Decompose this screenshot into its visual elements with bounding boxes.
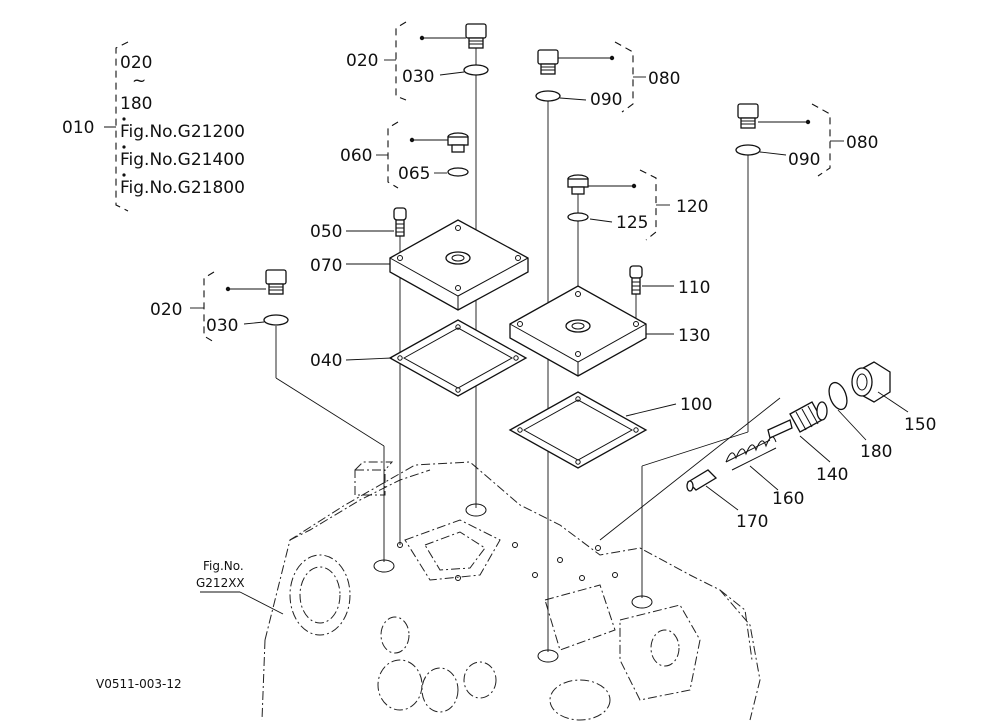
callout-110: 110 (678, 278, 710, 298)
group-line-1: 020 (120, 53, 152, 73)
callout-130: 130 (678, 326, 710, 346)
housing-ref-line1: Fig.No. (203, 559, 244, 573)
callout-125: 125 (616, 213, 648, 233)
plug-150: 150 (851, 361, 936, 435)
plug-120: 120 125 (567, 169, 708, 241)
group-ref-label: 010 (62, 118, 94, 138)
group-line-5: Fig.No.G21400 (120, 150, 245, 170)
callout-020-lower: 020 (150, 300, 182, 320)
plug-thread (468, 37, 484, 49)
plug-080-right: 080 090 (735, 103, 878, 177)
housing-ref-line2: G212XX (196, 576, 245, 590)
group-line-3: 180 (120, 94, 152, 114)
callout-060: 060 (340, 146, 372, 166)
callout-070: 070 (310, 256, 342, 276)
bolt-050: 050 (310, 207, 407, 242)
cover-130: 130 (509, 285, 710, 377)
callout-160: 160 (772, 489, 804, 509)
group-line-2: ~ (132, 71, 146, 91)
gasket-100: 100 (508, 391, 712, 469)
callout-065: 065 (398, 164, 430, 184)
callout-050: 050 (310, 222, 342, 242)
callout-080-right: 080 (846, 133, 878, 153)
housing-reference: Fig.No. G212XX (196, 559, 284, 615)
group-line-6: Fig.No.G21800 (120, 178, 245, 198)
plug-060: 060 065 (340, 121, 469, 189)
callout-030-lower: 030 (206, 316, 238, 336)
drawing-code: V0511-003-12 (96, 677, 182, 691)
plug-head (465, 23, 487, 39)
o-ring-180: 180 (828, 381, 892, 462)
o-ring-090 (535, 90, 561, 102)
group-line-4: Fig.No.G21200 (120, 122, 245, 142)
group-reference-block: 010 020 ~ 180 Fig.No.G21200 Fig.No.G2140… (62, 41, 245, 212)
plug-020-lower: 020 030 (150, 269, 289, 343)
group-bracket (115, 41, 129, 212)
valve-housing (261, 461, 761, 721)
plug-080-center: 080 090 (535, 41, 680, 113)
callout-030-top: 030 (402, 67, 434, 87)
callout-090-right: 090 (788, 150, 820, 170)
callout-170: 170 (736, 512, 768, 532)
o-ring-030 (463, 64, 489, 76)
callout-140: 140 (816, 465, 848, 485)
bracket-020-top (395, 21, 407, 101)
callout-100: 100 (680, 395, 712, 415)
callout-120: 120 (676, 197, 708, 217)
poppet-170: 170 (686, 469, 768, 532)
assembly-axes (275, 48, 781, 652)
spring-160: 160 (725, 436, 804, 509)
gasket-040: 040 (310, 319, 528, 397)
callout-090-center: 090 (590, 90, 622, 110)
plug-020-top: 020 030 (346, 21, 489, 101)
callout-040: 040 (310, 351, 342, 371)
cover-070: 070 (310, 219, 529, 311)
valve-seat-140: 140 (767, 401, 848, 485)
bolt-110: 110 (629, 265, 710, 298)
callout-180: 180 (860, 442, 892, 462)
callout-020-top: 020 (346, 51, 378, 71)
callout-080-center: 080 (648, 69, 680, 89)
callout-150: 150 (904, 415, 936, 435)
